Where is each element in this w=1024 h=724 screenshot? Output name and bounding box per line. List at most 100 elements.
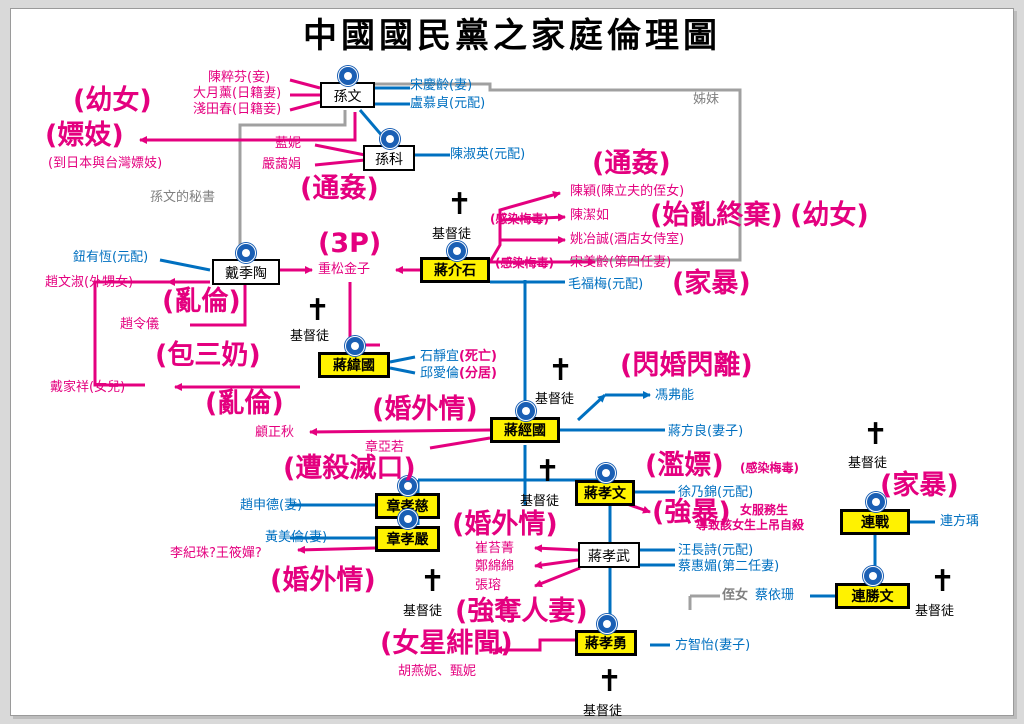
cross-icon: ✝ [447, 187, 473, 222]
label-chen-shuying: 陳淑英(元配) [450, 147, 526, 162]
tag-dead: (死亡) [459, 349, 497, 364]
christian-label: 基督徒 [535, 392, 575, 407]
tag-mistress: (包三奶) [155, 340, 261, 371]
label-dai-jiaxiang: 戴家祥(女兒) [50, 380, 126, 395]
node-chiang-kaishek: 蔣介石 [420, 257, 490, 283]
cross-icon: ✝ [548, 353, 574, 388]
label-lu-muzhen: 盧慕貞(元配) [410, 96, 486, 111]
label-soong-chingling: 宋慶齡(妻) [410, 78, 473, 93]
kmt-emblem-icon [597, 614, 617, 634]
christian-label: 基督徒 [403, 604, 443, 619]
kmt-emblem-icon [516, 401, 536, 421]
label-niu-youheng: 鈕有恆(元配) [73, 250, 149, 265]
kmt-emblem-icon [398, 476, 418, 496]
tag-murder: (遭殺滅口) [283, 453, 416, 484]
tag-infected-1: (感染梅毒) [490, 212, 549, 226]
label-li-wang: 李紀珠?王筱嬋? [170, 546, 262, 561]
label-mao-fumei: 毛福梅(元配) [568, 277, 644, 292]
cross-icon: ✝ [930, 564, 956, 599]
tag-whoring: (濫嫖) [645, 450, 724, 481]
label-yao-yecheng: 姚冶誠(酒店女侍室) [570, 232, 685, 247]
cross-icon: ✝ [420, 564, 446, 599]
tag-steal-wife: (強奪人妻) [455, 596, 588, 627]
christian-label: 基督徒 [520, 494, 560, 509]
label-gu-zhengqiu: 顧正秋 [255, 425, 295, 440]
label-yan-aijuan: 嚴藹娟 [262, 157, 302, 172]
kmt-emblem-icon [380, 129, 400, 149]
tag-young-girl-1: (幼女) [73, 85, 152, 116]
christian-label: 基督徒 [290, 329, 330, 344]
label-niece-prefix: 侄女 [722, 588, 749, 603]
node-chiang-chingkuo: 蔣經國 [490, 417, 560, 443]
label-feng-funeng: 馮弗能 [655, 388, 695, 403]
tag-adultery-2: (通姦) [592, 148, 671, 179]
kmt-emblem-icon [338, 66, 358, 86]
label-sun-w2: 大月薰(日籍妻) [193, 86, 282, 101]
label-zhao-shende: 趙申德(妻) [240, 498, 303, 513]
label-huang-meilun: 黃美倫(妻) [265, 530, 328, 545]
label-cai-huimei: 蔡惠媚(第二任妻) [678, 559, 780, 574]
tag-rape-note-2: 導致該女生上吊自殺 [696, 518, 805, 532]
tag-flash-marriage: (閃婚閃離) [620, 350, 753, 381]
tag-chaos-abandon: (始亂終棄) [650, 200, 783, 231]
tag-infected-3: (感染梅毒) [740, 461, 799, 475]
christian-label: 基督徒 [915, 604, 955, 619]
label-soong-meiling: 宋美齡(第四任妻) [570, 255, 672, 270]
label-chen-ying: 陳穎(陳立夫的侄女) [570, 184, 685, 199]
label-zhao-lingyi: 趙令儀 [120, 317, 160, 332]
cross-icon: ✝ [535, 454, 561, 489]
tag-star-scandal: (女星緋聞) [380, 628, 513, 659]
label-chang-yajo: 章亞若 [365, 440, 405, 455]
tag-incest-1: (亂倫) [162, 286, 241, 317]
kmt-emblem-icon [596, 463, 616, 483]
label-lan-ni: 藍妮 [275, 136, 302, 151]
kmt-emblem-icon [398, 509, 418, 529]
christian-label: 基督徒 [848, 456, 888, 471]
label-wang-changshi: 汪長詩(元配) [678, 543, 754, 558]
label-hu-zhen: 胡燕妮、甄妮 [398, 664, 477, 679]
tag-rape-note-1: 女服務生 [740, 503, 789, 517]
kmt-emblem-icon [866, 492, 886, 512]
tag-young-girl-2: (幼女) [790, 200, 869, 231]
cross-icon: ✝ [597, 664, 623, 699]
label-cai-yishan: 蔡依珊 [755, 588, 795, 603]
label-lian-fangyu: 連方瑀 [940, 514, 980, 529]
label-sun-w1: 陳粹芬(妾) [208, 70, 271, 85]
node-sun-wen: 孫文 [320, 82, 375, 108]
label-japan-taiwan: (到日本與台灣嫖妓) [48, 156, 163, 171]
label-secretary: 孫文的秘書 [150, 190, 216, 205]
node-lien-chan: 連戰 [840, 509, 910, 535]
tag-affair-2: (婚外情) [452, 509, 558, 540]
node-chiang-hsiaowen: 蔣孝文 [575, 480, 635, 506]
label-zhang-rong: 張瑢 [475, 578, 502, 593]
tag-prostitute: (嫖妓) [45, 120, 124, 151]
tag-domestic-violence-1: (家暴) [672, 268, 751, 299]
node-chiang-hsiaowu: 蔣孝武 [578, 542, 640, 568]
label-jiemei: 姊妹 [693, 92, 720, 107]
page-title: 中國國民黨之家庭倫理圖 [303, 16, 721, 56]
kmt-emblem-icon [447, 241, 467, 261]
kmt-emblem-icon [236, 243, 256, 263]
label-zheng-mianmian: 鄭綿綿 [475, 559, 515, 574]
tag-separate: (分居) [459, 366, 497, 381]
label-fang-zhiyi: 方智怡(妻子) [675, 638, 751, 653]
label-chen-jieru: 陳潔如 [570, 208, 610, 223]
label-shi-jingyi: 石靜宜(死亡) [420, 349, 497, 364]
cross-icon: ✝ [305, 293, 331, 328]
kmt-emblem-icon [345, 336, 365, 356]
christian-label: 基督徒 [583, 704, 623, 719]
tag-infected-2: (感染梅毒) [495, 256, 554, 270]
tag-rape: (強暴) [652, 497, 731, 528]
label-qiu-ailun: 邱愛倫(分居) [420, 366, 497, 381]
label-xu-naijin: 徐乃錦(元配) [678, 485, 754, 500]
label-sun-w3: 淺田春(日籍妾) [193, 102, 282, 117]
tag-incest-2: (亂倫) [205, 388, 284, 419]
label-zhao-wenshu: 趙文淑(外甥女) [45, 275, 134, 290]
label-fang-liang: 蔣方良(妻子) [668, 424, 744, 439]
label-shigematsu: 重松金子 [318, 262, 371, 277]
tag-affair-1: (婚外情) [372, 394, 478, 425]
kmt-emblem-icon [863, 566, 883, 586]
node-lien-shengwen: 連勝文 [835, 583, 910, 609]
node-chang-hsiaoyen: 章孝嚴 [375, 526, 440, 552]
cross-icon: ✝ [863, 417, 889, 452]
